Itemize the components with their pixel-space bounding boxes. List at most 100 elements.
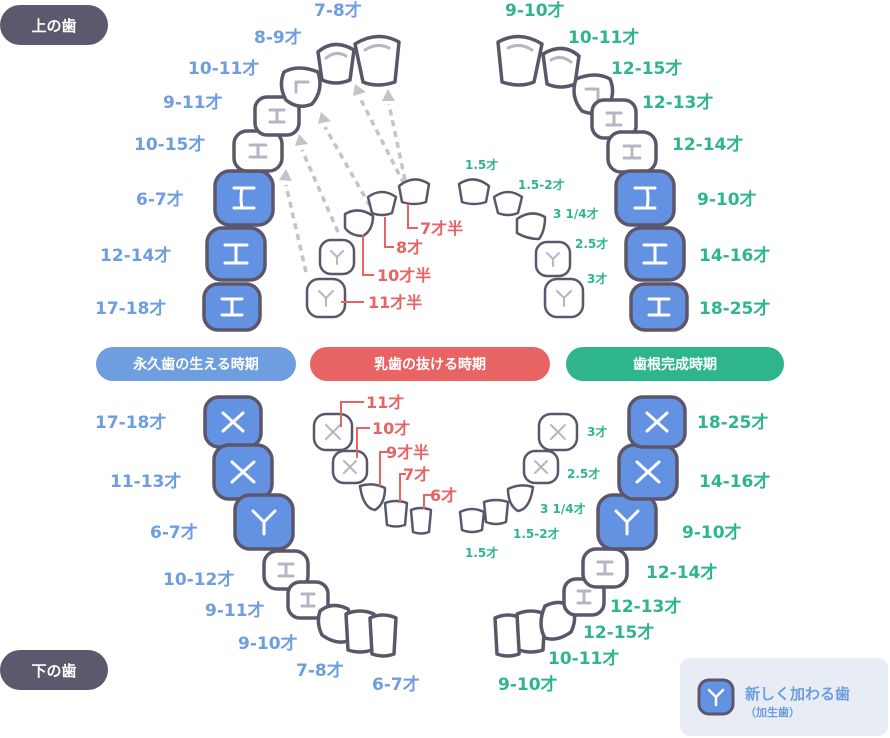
root-label: 14-16才 (699, 471, 770, 492)
upper-jaw-label: 上の歯 (31, 17, 76, 35)
baby-loss-label: 8才 (396, 238, 423, 257)
eruption-label: 6-7才 (372, 674, 420, 695)
lower-left-baby-teeth (312, 412, 433, 535)
upper-permanent-eruption-labels: 7-8才 8-9才 10-11才 9-11才 10-15才 6-7才 12-14… (95, 0, 362, 319)
root-label: 12-13才 (610, 596, 681, 617)
upper-right-second-molar (624, 226, 686, 282)
permanent-eruption-pill: 永久歯の生える時期 (96, 347, 296, 381)
upper-left-baby-canine (343, 209, 375, 238)
upper-left-baby-central (397, 178, 431, 206)
lower-baby-loss-labels: 11才 10才 9才半 7才 6才 (366, 393, 457, 505)
eruption-label: 10-15才 (134, 134, 205, 155)
root-label: 14-16才 (699, 245, 770, 266)
eruption-label: 6-7才 (136, 189, 184, 210)
added-teeth-legend-subtitle: （加生歯） (745, 705, 800, 719)
root-label: 12-13才 (642, 92, 713, 113)
lower-left-first-molar (233, 493, 295, 551)
lower-right-first-molar (596, 493, 658, 551)
added-teeth-legend: 新しく加わる歯 （加生歯） (680, 658, 888, 736)
upper-right-baby-central (457, 178, 491, 206)
upper-right-second-premolar (606, 130, 658, 174)
baby-loss-pill: 乳歯の抜ける時期 (310, 347, 550, 381)
eruption-label: 17-18才 (95, 298, 166, 319)
upper-left-baby-teeth (305, 178, 431, 319)
baby-root-label: 1.5才 (465, 157, 498, 172)
added-tooth-icon (697, 678, 735, 716)
upper-right-baby-lateral (492, 190, 524, 217)
baby-root-label: 1.5-2才 (518, 177, 565, 192)
root-label: 12-14才 (672, 134, 743, 155)
root-label: 12-14才 (646, 562, 717, 583)
lower-left-baby-central (409, 506, 433, 535)
lower-right-baby-lateral (482, 498, 510, 526)
baby-root-label: 3 1/4才 (540, 501, 586, 516)
eruption-label: 10-12才 (163, 569, 234, 590)
lower-right-second-premolar (581, 547, 629, 589)
root-label: 18-25才 (699, 298, 770, 319)
upper-jaw-badge: 上の歯 (0, 5, 108, 45)
root-label: 9-10才 (682, 522, 742, 543)
upper-baby-root-labels: 1.5才 1.5-2才 3 1/4才 2.5才 3才 (465, 157, 608, 286)
lower-left-first-premolar (286, 580, 330, 620)
lower-left-baby-canine (358, 483, 387, 512)
lower-right-baby-first-molar (522, 449, 560, 485)
lower-permanent-eruption-labels: 17-18才 11-13才 6-7才 10-12才 9-11才 9-10才 7-… (95, 412, 420, 695)
baby-root-label: 1.5-2才 (513, 526, 560, 541)
lower-left-baby-lateral (383, 499, 409, 528)
root-completion-pill-label: 歯根完成時期 (633, 356, 717, 373)
lower-root-completion-labels: 18-25才 14-16才 9-10才 12-14才 12-13才 12-15才… (498, 412, 770, 695)
lower-right-third-molar (627, 395, 687, 449)
upper-left-baby-first-molar (318, 238, 356, 276)
baby-loss-leaders (340, 204, 432, 509)
eruption-label: 8-9才 (254, 27, 302, 48)
lower-right-baby-second-molar (537, 412, 579, 452)
eruption-label: 11-13才 (110, 471, 181, 492)
root-label: 12-15才 (583, 622, 654, 643)
eruption-label: 17-18才 (95, 412, 166, 433)
lower-right-baby-canine (506, 484, 535, 513)
eruption-label: 6-7才 (150, 522, 198, 543)
upper-baby-loss-labels: 7才半 8才 10才半 11才半 (368, 219, 463, 312)
lower-left-third-molar (203, 395, 263, 449)
upper-right-first-molar (614, 169, 676, 227)
lower-left-permanent-teeth (203, 395, 398, 658)
baby-loss-label: 7才 (403, 465, 430, 484)
lower-right-permanent-teeth (493, 395, 687, 658)
lower-right-lateral-incisor (515, 609, 547, 654)
eruption-arrows (279, 84, 407, 273)
lower-left-second-molar (212, 443, 274, 501)
upper-right-baby-teeth (457, 178, 585, 319)
upper-left-second-premolar (232, 129, 284, 173)
baby-root-label: 3才 (587, 424, 607, 439)
upper-left-lateral-incisor (316, 42, 356, 85)
lower-left-baby-first-molar (331, 449, 369, 485)
baby-loss-label: 11才 (366, 393, 404, 412)
lower-jaw-label: 下の歯 (31, 662, 76, 680)
baby-root-label: 1.5才 (465, 545, 498, 560)
upper-left-first-molar (213, 169, 275, 227)
root-label: 12-15才 (611, 58, 682, 79)
baby-root-label: 3 1/4才 (553, 206, 599, 221)
eruption-label: 12-14才 (100, 245, 171, 266)
upper-right-central-incisor (496, 34, 544, 87)
upper-right-baby-first-molar (534, 240, 572, 278)
upper-right-third-molar (629, 282, 689, 332)
upper-left-permanent-teeth (202, 34, 401, 332)
baby-root-label: 2.5才 (567, 466, 600, 481)
upper-left-second-molar (205, 226, 267, 282)
upper-left-baby-second-molar (305, 277, 347, 319)
baby-loss-label: 10才 (372, 419, 410, 438)
baby-loss-label: 11才半 (368, 293, 422, 312)
lower-baby-root-labels: 3才 2.5才 3 1/4才 1.5-2才 1.5才 (465, 424, 607, 560)
lower-right-central-incisor (493, 613, 523, 658)
lower-right-baby-teeth (458, 412, 579, 534)
upper-right-permanent-teeth (496, 34, 689, 332)
root-label: 10-11才 (548, 648, 619, 669)
root-label: 9-10才 (498, 674, 558, 695)
lower-right-second-molar (617, 443, 679, 501)
eruption-label: 7-8才 (314, 0, 362, 21)
eruption-label: 10-11才 (188, 58, 259, 79)
added-teeth-legend-title: 新しく加わる歯 (745, 685, 850, 703)
upper-left-baby-lateral (366, 190, 398, 217)
